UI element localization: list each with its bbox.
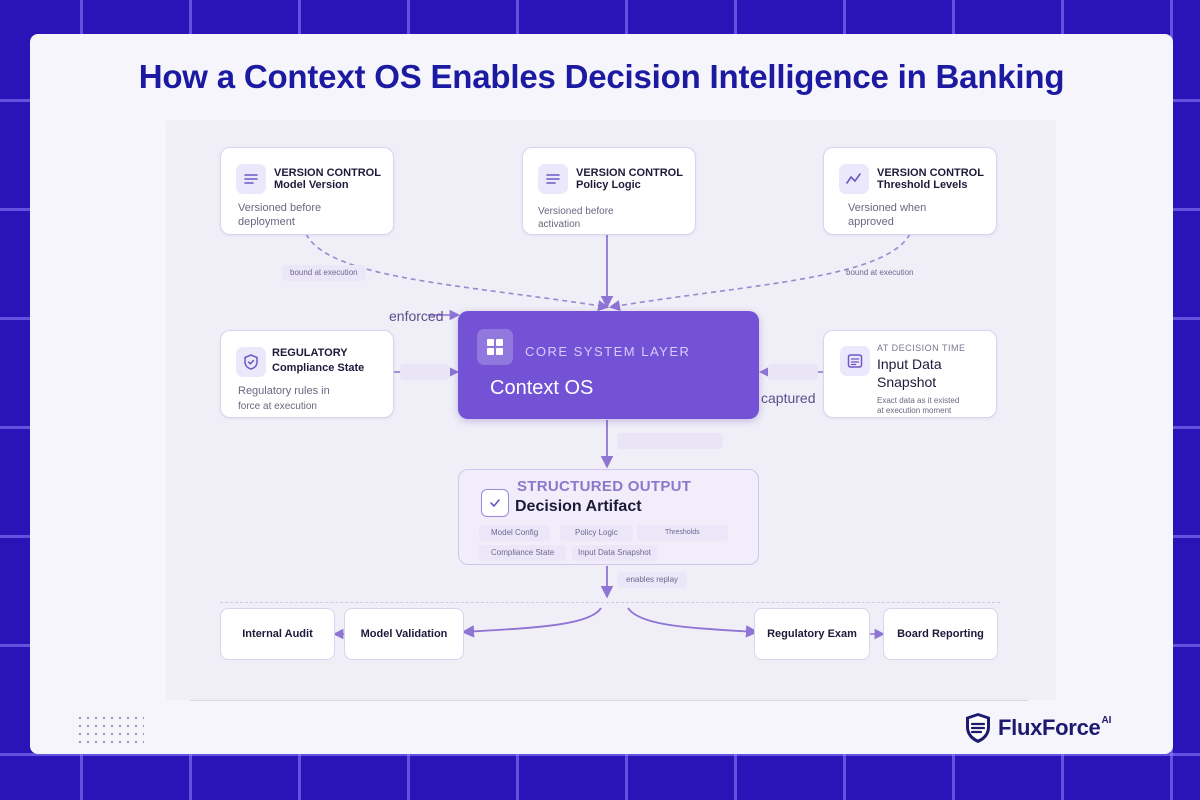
divider [190, 700, 1028, 701]
snapshot-desc-2: at execution moment [877, 406, 952, 415]
fluxforce-shield-logo [966, 713, 990, 743]
diagram-card: How a Context OS Enables Decision Intell… [30, 34, 1173, 754]
core-title: Context OS [490, 377, 594, 399]
node-desc: Regulatory rules in [238, 385, 330, 397]
node-desc: deployment [238, 216, 295, 228]
placeholder-bar [617, 433, 723, 449]
output-kicker: STRUCTURED OUTPUT [517, 478, 692, 495]
node-threshold-levels: VERSION CONTROL Threshold Levels Version… [823, 147, 997, 235]
list-icon [538, 164, 568, 194]
node-kicker: REGULATORY [272, 347, 348, 359]
trend-line-icon [839, 164, 869, 194]
output-tag: Input Data Snapshot [572, 545, 657, 561]
snapshot-kicker: AT DECISION TIME [877, 343, 966, 353]
list-icon [236, 164, 266, 194]
consumer-board-reporting: Board Reporting [883, 608, 998, 660]
node-input-snapshot: AT DECISION TIME Input Data Snapshot Exa… [823, 330, 997, 418]
page-title: How a Context OS Enables Decision Intell… [138, 58, 1065, 95]
node-kicker: VERSION CONTROL [877, 167, 984, 179]
node-kicker: VERSION CONTROL [576, 167, 683, 179]
node-title: Threshold Levels [877, 179, 968, 191]
output-title: Decision Artifact [515, 498, 642, 515]
grid-icon [477, 329, 513, 365]
node-desc: Versioned when [848, 202, 927, 214]
document-lines-icon [840, 346, 870, 376]
edge-threshold-to-core [608, 233, 911, 312]
node-desc: force at execution [238, 401, 317, 412]
node-title: Model Version [274, 179, 349, 191]
placeholder-bar [400, 364, 450, 380]
edge-tag-right: bound at execution [846, 268, 914, 277]
edge-model-to-core [305, 233, 610, 312]
output-tag: Compliance State [479, 545, 567, 561]
snapshot-title-2: Snapshot [877, 374, 937, 390]
output-tag: Model Config [479, 525, 551, 541]
node-core-context-os: CORE SYSTEM LAYER Context OS [458, 311, 759, 419]
divider-dashed [220, 602, 1000, 603]
captured-label: captured [761, 390, 816, 406]
core-kicker: CORE SYSTEM LAYER [525, 344, 691, 359]
node-desc: approved [848, 216, 894, 228]
checkbox-icon [481, 489, 509, 517]
enforced-label: enforced [389, 308, 444, 324]
output-tag: Thresholds [637, 525, 728, 541]
brand-suffix: AI [1101, 714, 1112, 726]
snapshot-desc-1: Exact data as it existed [877, 396, 960, 405]
consumer-model-validation: Model Validation [344, 608, 464, 660]
snapshot-title-1: Input Data [877, 356, 942, 372]
node-regulatory: REGULATORY Compliance State Regulatory r… [220, 330, 394, 418]
placeholder-bar [768, 364, 818, 380]
edge-to-regulatory-exam [627, 607, 759, 638]
brand-name: FluxForce [998, 715, 1101, 740]
replay-tag: enables replay [617, 572, 688, 588]
consumer-regulatory-exam: Regulatory Exam [754, 608, 870, 660]
consumer-internal-audit: Internal Audit [220, 608, 335, 660]
node-title: Compliance State [272, 362, 365, 374]
edge-to-model-validation [461, 607, 602, 638]
node-title: Policy Logic [576, 179, 641, 191]
node-kicker: VERSION CONTROL [274, 167, 381, 179]
node-decision-artifact: STRUCTURED OUTPUT Decision Artifact Mode… [458, 469, 759, 565]
output-tag: Policy Logic [560, 525, 633, 541]
node-desc: Versioned before [538, 206, 614, 217]
node-desc: Versioned before [238, 202, 322, 214]
node-desc: activation [538, 219, 581, 230]
shield-check-icon [236, 347, 266, 377]
node-model-version: VERSION CONTROL Model Version Versioned … [220, 147, 394, 235]
edge-tag-left: bound at execution [282, 265, 366, 281]
node-policy-logic: VERSION CONTROL Policy Logic Versioned b… [522, 147, 696, 235]
dot-grid-decoration [76, 714, 144, 748]
